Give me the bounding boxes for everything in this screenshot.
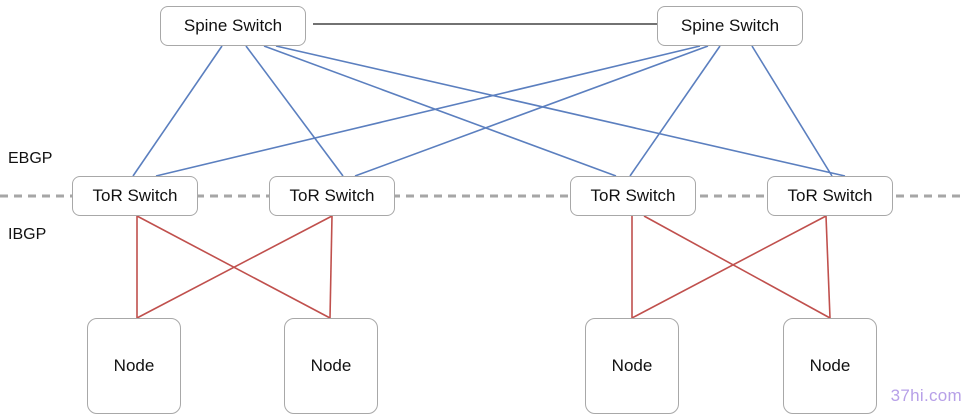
ibgp-link-tor3-node4 [643,215,831,319]
ebgp-link-spine1-tor2 [245,45,344,177]
spine-switch-1[interactable]: Spine Switch [160,6,306,46]
tor-switch-4[interactable]: ToR Switch [767,176,893,216]
node-3[interactable]: Node [585,318,679,414]
ebgp-link-spine1-tor4 [275,45,846,177]
ibgp-zone-label: IBGP [8,226,47,243]
ebgp-zone-label: EBGP [8,150,53,167]
node-1[interactable]: Node [87,318,181,414]
ibgp-link-tor4-node4 [825,215,831,319]
ibgp-link-tor4-node3 [631,215,827,319]
ebgp-link-spine1-tor1 [132,45,223,177]
tor-switch-3[interactable]: ToR Switch [570,176,696,216]
tor-switch-1[interactable]: ToR Switch [72,176,198,216]
node-2[interactable]: Node [284,318,378,414]
ebgp-link-spine2-tor3 [629,45,721,177]
ebgp-link-spine2-tor1 [155,45,701,177]
ebgp-link-spine1-tor3 [263,45,617,177]
tor-switch-2[interactable]: ToR Switch [269,176,395,216]
ebgp-link-spine2-tor4 [751,45,833,177]
node-4[interactable]: Node [783,318,877,414]
spine-switch-2[interactable]: Spine Switch [657,6,803,46]
watermark: 37hi.com [890,386,962,405]
ibgp-link-tor2-node2 [329,215,333,319]
ibgp-link-tor2-node1 [136,215,333,319]
ebgp-link-spine2-tor2 [354,45,709,177]
